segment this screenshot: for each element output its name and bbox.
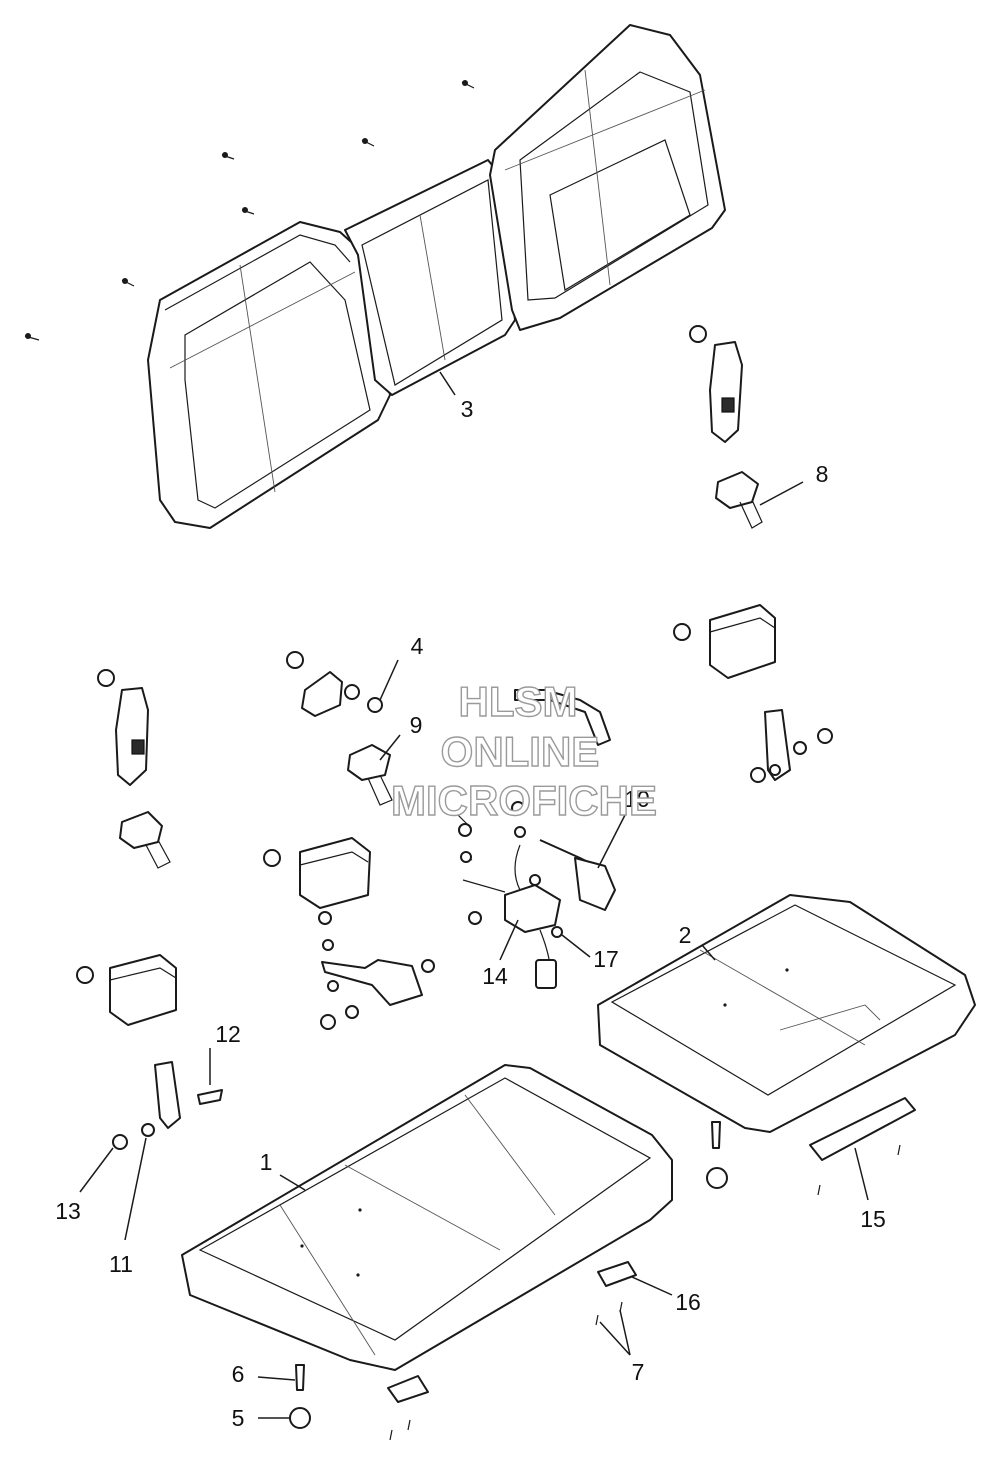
callout-14: 14 <box>482 963 508 989</box>
callout-5: 5 <box>232 1405 245 1431</box>
watermark-line2: ONLINE <box>441 728 600 775</box>
watermark: HLSM ONLINE MICROFICHE <box>390 677 657 824</box>
callout-8: 8 <box>816 461 829 487</box>
retractor-box-upper-right <box>673 604 833 783</box>
retractor-box-lower-left <box>76 954 223 1150</box>
seat-cushion-left <box>181 1064 673 1371</box>
seatbelt-retractor-upper-right <box>689 325 763 529</box>
seat-cushion-right <box>597 894 976 1133</box>
callout-4: 4 <box>411 633 424 659</box>
callout-17: 17 <box>593 946 619 972</box>
callout-16: 16 <box>675 1289 701 1315</box>
seatbelt-retractor-left <box>97 669 171 869</box>
belt-hardware-center <box>286 651 616 989</box>
callout-9: 9 <box>410 712 423 738</box>
leader-lines <box>79 371 869 1419</box>
callout-labels: 1 2 3 4 5 6 7 8 9 10 11 12 13 14 15 16 1… <box>55 396 886 1431</box>
callout-13: 13 <box>55 1198 81 1224</box>
callout-12: 12 <box>215 1021 241 1047</box>
watermark-line1: HLSM <box>459 678 578 725</box>
callout-15: 15 <box>860 1206 886 1232</box>
callout-2: 2 <box>679 922 692 948</box>
callout-1: 1 <box>260 1149 273 1175</box>
callout-7: 7 <box>632 1359 645 1385</box>
callout-3: 3 <box>461 396 474 422</box>
retractor-box-middle <box>263 837 435 1030</box>
mounting-hardware <box>289 1097 916 1441</box>
watermark-line3: MICROFICHE <box>391 777 657 824</box>
callout-11: 11 <box>109 1251 133 1277</box>
callout-6: 6 <box>232 1361 245 1387</box>
callout-10: 10 <box>624 786 650 812</box>
backrest-part <box>24 24 726 529</box>
